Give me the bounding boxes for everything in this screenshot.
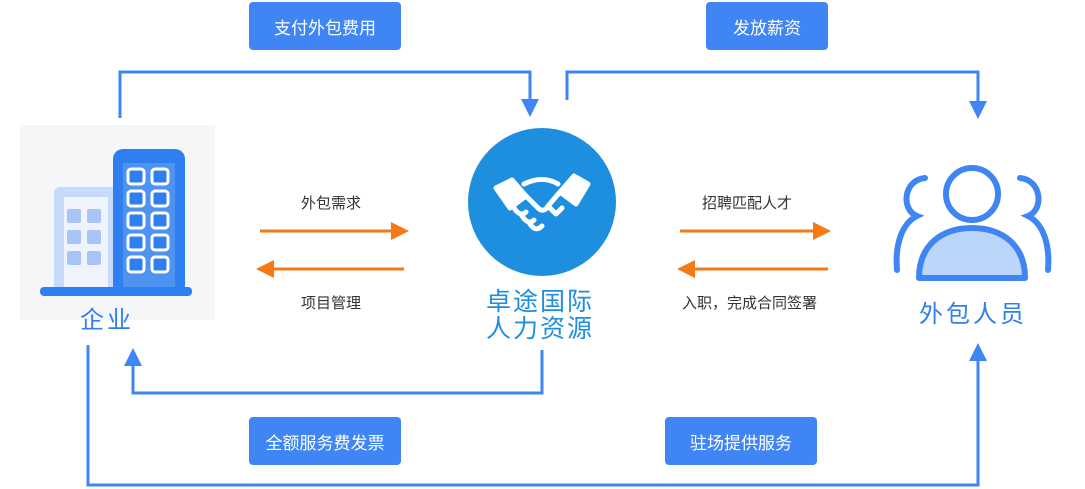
onsite-flow-line [86, 343, 987, 487]
recruit-match-label: 招聘匹配人才 [702, 194, 793, 212]
pay-flow-line [118, 70, 539, 118]
workers-label: 外包人员 [919, 300, 1027, 328]
pay-salary-tag: 发放薪资 [706, 2, 828, 50]
onsite-service-tag: 驻场提供服务 [665, 417, 817, 465]
project-management-label: 项目管理 [301, 294, 362, 312]
onboard-contract-label: 入职，完成合同签署 [682, 294, 818, 312]
invoice-flow-line [124, 348, 544, 395]
building-icon [20, 125, 215, 320]
handshake-icon [468, 128, 616, 276]
demand-label: 外包需求 [301, 194, 362, 212]
service-invoice-tag: 全额服务费发票 [249, 417, 401, 465]
enterprise-label: 企业 [80, 306, 134, 334]
people-icon [893, 165, 1052, 281]
center-name-line1: 卓途国际 [486, 287, 595, 316]
pay-outsourcing-fee-tag: 支付外包费用 [249, 2, 401, 50]
center-name-line2: 人力资源 [486, 314, 595, 343]
salary-flow-line [565, 70, 987, 119]
